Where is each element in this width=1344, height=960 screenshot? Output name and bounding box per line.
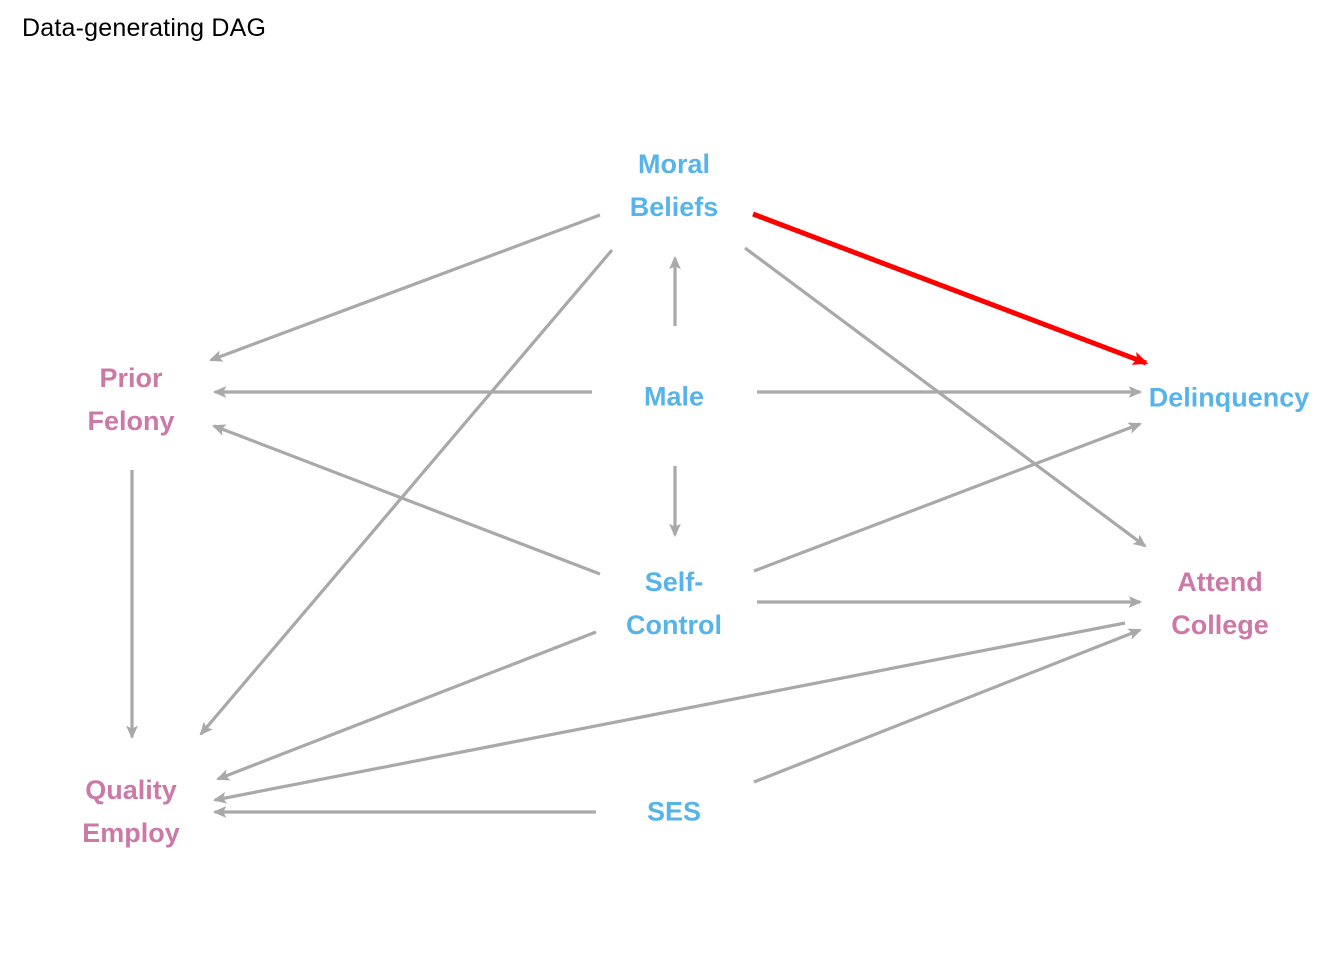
node-male[interactable]: Male	[643, 381, 705, 412]
node-delinquency[interactable]: Delinquency	[1148, 382, 1310, 413]
page-title: Data-generating DAG	[22, 14, 267, 42]
dag-edge-moral_beliefs-to-delinquency	[752, 211, 1149, 366]
dag-edge-self_control-to-delinquency	[753, 422, 1143, 573]
node-moral-beliefs[interactable]: Moral Beliefs	[629, 148, 719, 222]
dag-edge-self_control-to-quality_employ	[215, 630, 597, 781]
dag-edge-attend_college-to-quality_employ	[212, 621, 1126, 804]
node-prior-felony[interactable]: Prior Felony	[87, 362, 175, 436]
dag-edges	[126, 211, 1149, 818]
node-quality-employ[interactable]: Quality Employ	[82, 774, 180, 848]
dag-edge-moral_beliefs-to-prior_felony	[208, 213, 601, 362]
dag-edge-self_control-to-prior_felony	[211, 424, 601, 576]
dag-edge-ses-to-attend_college	[753, 628, 1143, 784]
dag-edge-moral_beliefs-to-quality_employ	[199, 248, 614, 736]
node-self-control[interactable]: Self- Control	[626, 566, 722, 640]
node-ses[interactable]: SES	[646, 796, 702, 827]
node-attend-college[interactable]: Attend College	[1171, 566, 1269, 640]
dag-edge-moral_beliefs-to-attend_college	[744, 246, 1147, 548]
